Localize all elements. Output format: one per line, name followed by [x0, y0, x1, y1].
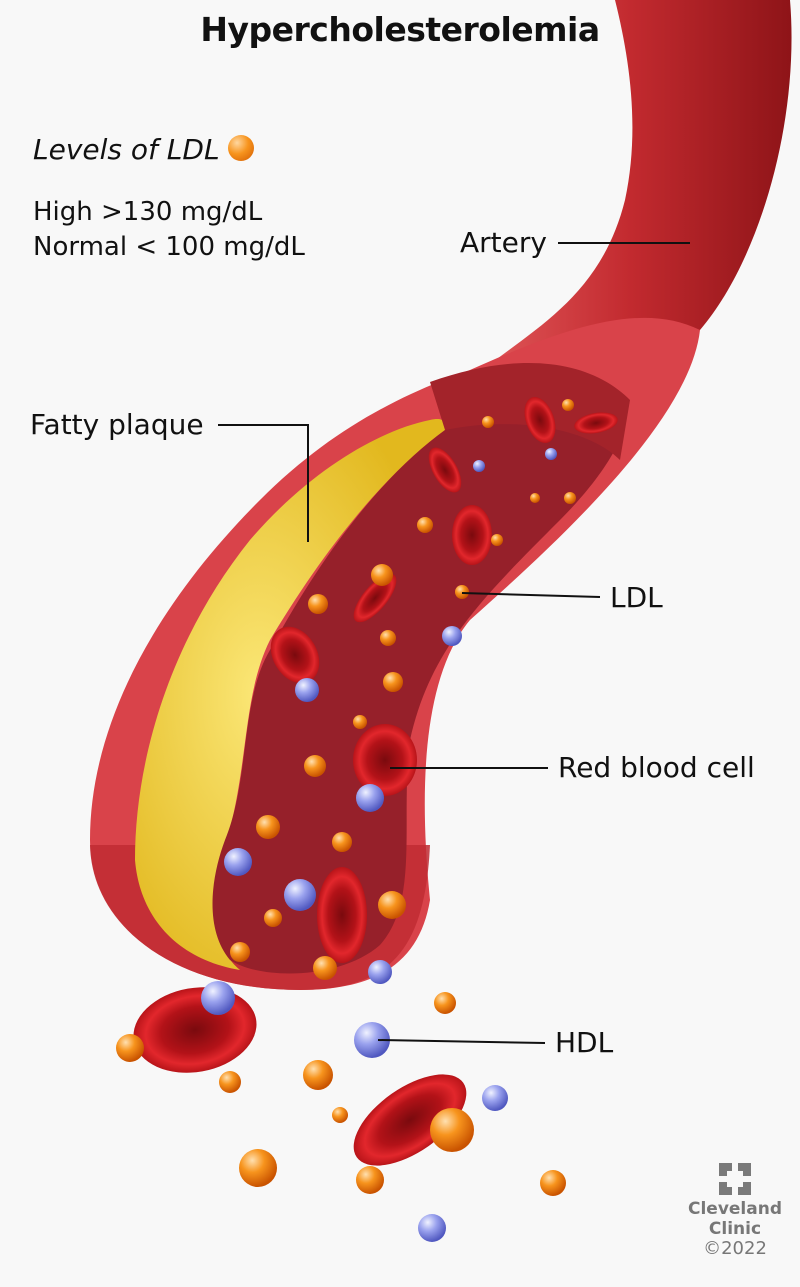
hdl-leader	[377, 1039, 546, 1044]
ldl-particle	[332, 1107, 348, 1123]
ldl-particle	[434, 992, 456, 1014]
red-blood-cell	[353, 1074, 467, 1166]
ldl-particle	[230, 942, 250, 962]
logo-copyright: ©2022	[703, 1238, 767, 1259]
ldl-leader	[461, 592, 601, 598]
ldl-particle	[455, 585, 469, 599]
hdl-particle	[473, 460, 485, 472]
ldl-particle	[353, 715, 367, 729]
ldl-particle	[116, 1034, 144, 1062]
red-blood-cell	[353, 573, 397, 623]
hdl-particle	[442, 626, 462, 646]
label-ldl: LDL	[610, 581, 663, 614]
ldl-particle	[380, 630, 396, 646]
legend-normal: Normal < 100 mg/dL	[33, 232, 305, 262]
cleveland-clinic-cross-icon	[719, 1163, 751, 1195]
label-hdl: HDL	[555, 1026, 614, 1059]
hdl-particle	[354, 1022, 390, 1058]
label-red-blood-cell: Red blood cell	[558, 751, 755, 784]
blood-particles	[116, 396, 618, 1242]
red-blood-cell	[574, 412, 618, 434]
fatty-plaque-leader	[218, 424, 309, 542]
ldl-dot-icon	[227, 135, 254, 161]
ldl-particle	[482, 416, 494, 428]
hdl-particle	[284, 879, 316, 911]
ldl-particle	[219, 1071, 241, 1093]
ldl-particle	[430, 1108, 474, 1152]
ldl-particle	[356, 1166, 384, 1194]
ldl-particle	[491, 534, 503, 546]
red-blood-cell	[452, 505, 492, 565]
ldl-particle	[378, 891, 406, 919]
hdl-particle	[224, 848, 252, 876]
red-blood-cell	[133, 987, 257, 1073]
red-blood-cell	[353, 724, 417, 796]
hdl-particle	[482, 1085, 508, 1111]
ldl-particle	[540, 1170, 566, 1196]
ldl-particle	[256, 815, 280, 839]
label-artery: Artery	[460, 226, 547, 259]
logo-name-line2: Clinic	[708, 1219, 762, 1239]
red-blood-cell	[317, 867, 367, 963]
leader-lines	[218, 242, 690, 1044]
legend-heading-text: Levels of LDL	[33, 133, 220, 166]
hdl-particle	[418, 1214, 446, 1242]
cleveland-clinic-logo: Cleveland Clinic ©2022	[680, 1163, 790, 1259]
red-blood-cell	[270, 626, 320, 684]
red-blood-cell	[524, 396, 556, 444]
ldl-particle	[562, 399, 574, 411]
red-blood-cell	[428, 447, 462, 493]
ldl-particle	[564, 492, 576, 504]
artery-tube	[470, 0, 792, 380]
label-fatty-plaque: Fatty plaque	[30, 408, 204, 441]
ldl-particle	[264, 909, 282, 927]
hdl-particle	[545, 448, 557, 460]
page-title: Hypercholesterolemia	[200, 10, 600, 49]
hdl-particle	[295, 678, 319, 702]
hdl-particle	[356, 784, 384, 812]
ldl-particle	[332, 832, 352, 852]
legend-high: High >130 mg/dL	[33, 197, 263, 227]
ldl-particle	[371, 564, 393, 586]
logo-name-line1: Cleveland	[687, 1199, 782, 1219]
artery-lumen	[212, 387, 627, 974]
ldl-particle	[308, 594, 328, 614]
hdl-particle	[201, 981, 235, 1015]
ldl-particle	[530, 493, 540, 503]
ldl-particle	[304, 755, 326, 777]
ldl-particle	[239, 1149, 277, 1187]
ldl-particle	[303, 1060, 333, 1090]
ldl-particle	[417, 517, 433, 533]
ldl-particle	[313, 956, 337, 980]
ldl-particle	[383, 672, 403, 692]
legend-heading: Levels of LDL	[33, 133, 254, 166]
fatty-plaque	[135, 418, 446, 970]
hdl-particle	[368, 960, 392, 984]
